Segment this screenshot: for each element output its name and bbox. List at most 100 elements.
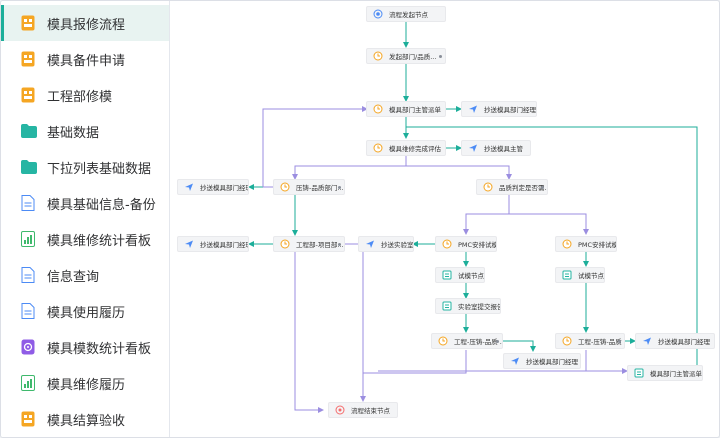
- green-report-icon: [21, 375, 35, 391]
- approve-node-icon: [373, 104, 383, 114]
- sidebar-item-label: 基础数据: [47, 126, 100, 141]
- cc-node-icon: [184, 239, 194, 249]
- cc-node-icon: [510, 356, 520, 366]
- cc-node-icon: [468, 104, 478, 114]
- sidebar-item[interactable]: 模具维修履历: [1, 365, 169, 401]
- flow-node-label: 试模节点: [578, 272, 604, 280]
- sidebar-item[interactable]: 模具报修流程: [1, 5, 169, 41]
- task-node-icon: [634, 368, 644, 378]
- task-node-icon: [562, 270, 572, 280]
- task-node-icon: [442, 270, 452, 280]
- sidebar-item-label: 模具模数统计看板: [47, 342, 152, 357]
- flow-node-lab-report[interactable]: 实验室提交报告: [435, 298, 501, 314]
- green-report-icon: [21, 231, 35, 247]
- teal-folder-icon: [21, 159, 37, 175]
- approve-node-icon: [483, 182, 493, 192]
- flow-node-label: 压铸-品质部门...: [296, 184, 344, 192]
- teal-folder-icon: [21, 123, 37, 139]
- flow-node-label: 发起部门/品质...: [389, 53, 437, 61]
- orange-form-icon: [21, 87, 35, 103]
- sidebar-item-label: 下拉列表基础数据: [47, 162, 152, 177]
- orange-form-icon: [21, 51, 35, 67]
- flow-node-dept-supervisor-approve[interactable]: 模具部门主管派单: [366, 101, 446, 117]
- flow-node-trial-node-2[interactable]: 试模节点: [555, 267, 605, 283]
- cc-node-icon: [365, 239, 375, 249]
- blue-document-icon: [21, 303, 35, 319]
- connector: [363, 350, 467, 374]
- sidebar-item[interactable]: 下拉列表基础数据: [1, 149, 169, 185]
- cc-node-icon: [184, 182, 194, 192]
- approve-node-icon: [438, 336, 448, 346]
- flow-node-cc-mold-dept-manager-4[interactable]: 抄送模具部门经理: [635, 333, 715, 349]
- sidebar-item-label: 模具使用履历: [47, 306, 126, 321]
- flow-node-cc-lab[interactable]: 抄送实验室: [358, 236, 414, 252]
- flow-node-initiator-dept[interactable]: 发起部门/品质...: [366, 48, 446, 64]
- flow-node-label: 品质判定是否需...: [499, 184, 547, 192]
- flow-node-trial-node-1[interactable]: 试模节点: [435, 267, 485, 283]
- sidebar-item-label: 模具报修流程: [47, 18, 126, 33]
- sidebar-item[interactable]: 模具备件申请: [1, 41, 169, 77]
- flow-node-cc-mold-dept-manager-1[interactable]: 抄送模具部门经理: [461, 101, 537, 117]
- sidebar-item-label: 模具维修统计看板: [47, 234, 152, 249]
- flow-connectors: [248, 22, 698, 413]
- approve-node-icon: [373, 51, 383, 61]
- approve-node-icon: [562, 239, 572, 249]
- flow-node-mold-dept-supervisor-dispatch[interactable]: 模具部门主管派单: [627, 365, 703, 381]
- flow-node-quality-judgment[interactable]: 品质判定是否需...: [476, 179, 548, 195]
- sidebar-item-label: 模具备件申请: [47, 54, 126, 69]
- task-node-icon: [442, 301, 452, 311]
- flow-node-die-casting-quality-dept[interactable]: 压铸-品质部门...: [273, 179, 345, 195]
- flow-node-maintenance-assessment[interactable]: 模具维修完成评估: [366, 140, 446, 156]
- end-node-icon: [335, 405, 345, 415]
- flow-node-end[interactable]: 流程结束节点: [328, 402, 398, 418]
- flow-node-label: 抄送实验室: [381, 241, 413, 249]
- sidebar-item-label: 工程部修模: [47, 90, 113, 105]
- flow-node-label: 抄送模具部门经理: [658, 338, 710, 346]
- flow-node-pmc-trial-1[interactable]: PMC安排试模: [435, 236, 497, 252]
- sidebar-item[interactable]: 信息查询: [1, 257, 169, 293]
- orange-form-icon: [21, 15, 35, 31]
- connector: [294, 251, 324, 413]
- blue-document-icon: [21, 267, 35, 283]
- flow-node-cc-mold-dept-manager-2[interactable]: 抄送模具部门经理: [177, 179, 249, 195]
- connector: [292, 156, 407, 180]
- flow-node-start[interactable]: 流程发起节点: [366, 6, 446, 22]
- sidebar-item-label: 模具基础信息-备份: [47, 198, 156, 213]
- flow-node-cc-mold-supervisor[interactable]: 抄送模具主管: [461, 140, 531, 156]
- sidebar-item[interactable]: 模具模数统计看板: [1, 329, 169, 365]
- connector: [501, 340, 536, 352]
- cc-node-icon: [468, 143, 478, 153]
- flow-node-label: 抄送模具部门经理: [526, 358, 578, 366]
- sidebar-item[interactable]: 模具使用履历: [1, 293, 169, 329]
- flow-node-cc-mold-dept-manager-5[interactable]: 抄送模具部门经理: [503, 353, 581, 369]
- flow-node-label: 模具部门主管派单: [650, 370, 702, 378]
- sidebar-item[interactable]: 模具基础信息-备份: [1, 185, 169, 221]
- sidebar-item[interactable]: 基础数据: [1, 113, 169, 149]
- approve-node-icon: [280, 239, 290, 249]
- flow-node-label: 试模节点: [458, 272, 484, 280]
- flow-node-engineering-project-dept[interactable]: 工程部-项目部...: [273, 236, 345, 252]
- sidebar-item-label: 模具维修履历: [47, 378, 126, 393]
- flow-node-label: 工程-压铸-品质 ...: [578, 338, 624, 346]
- connector: [336, 243, 366, 402]
- connector: [509, 213, 589, 235]
- sidebar-item-label: 模具结算验收: [47, 414, 126, 429]
- flow-node-label: PMC安排试模: [578, 241, 616, 249]
- flow-node-label: 流程结束节点: [351, 407, 390, 415]
- orange-form-icon: [21, 411, 35, 427]
- flow-node-pmc-trial-2[interactable]: PMC安排试模: [555, 236, 617, 252]
- approve-node-icon: [373, 143, 383, 153]
- flow-node-cc-mold-dept-manager-3[interactable]: 抄送模具部门经理: [177, 236, 249, 252]
- connector: [406, 165, 512, 180]
- sidebar-item[interactable]: 模具结算验收: [1, 401, 169, 437]
- start-node-icon: [373, 9, 383, 19]
- purple-dashboard-icon: [21, 339, 35, 355]
- flow-node-label: 模具维修完成评估: [389, 145, 441, 153]
- sidebar-item[interactable]: 工程部修模: [1, 77, 169, 113]
- flow-node-eng-casting-quality-1[interactable]: 工程-压铸-品质 ...: [431, 333, 503, 349]
- flow-node-label: 抄送模具部门经理: [200, 241, 248, 249]
- flow-node-label: 抄送模具主管: [484, 145, 523, 153]
- flow-node-eng-casting-quality-2[interactable]: 工程-压铸-品质 ...: [555, 333, 625, 349]
- sidebar-item[interactable]: 模具维修统计看板: [1, 221, 169, 257]
